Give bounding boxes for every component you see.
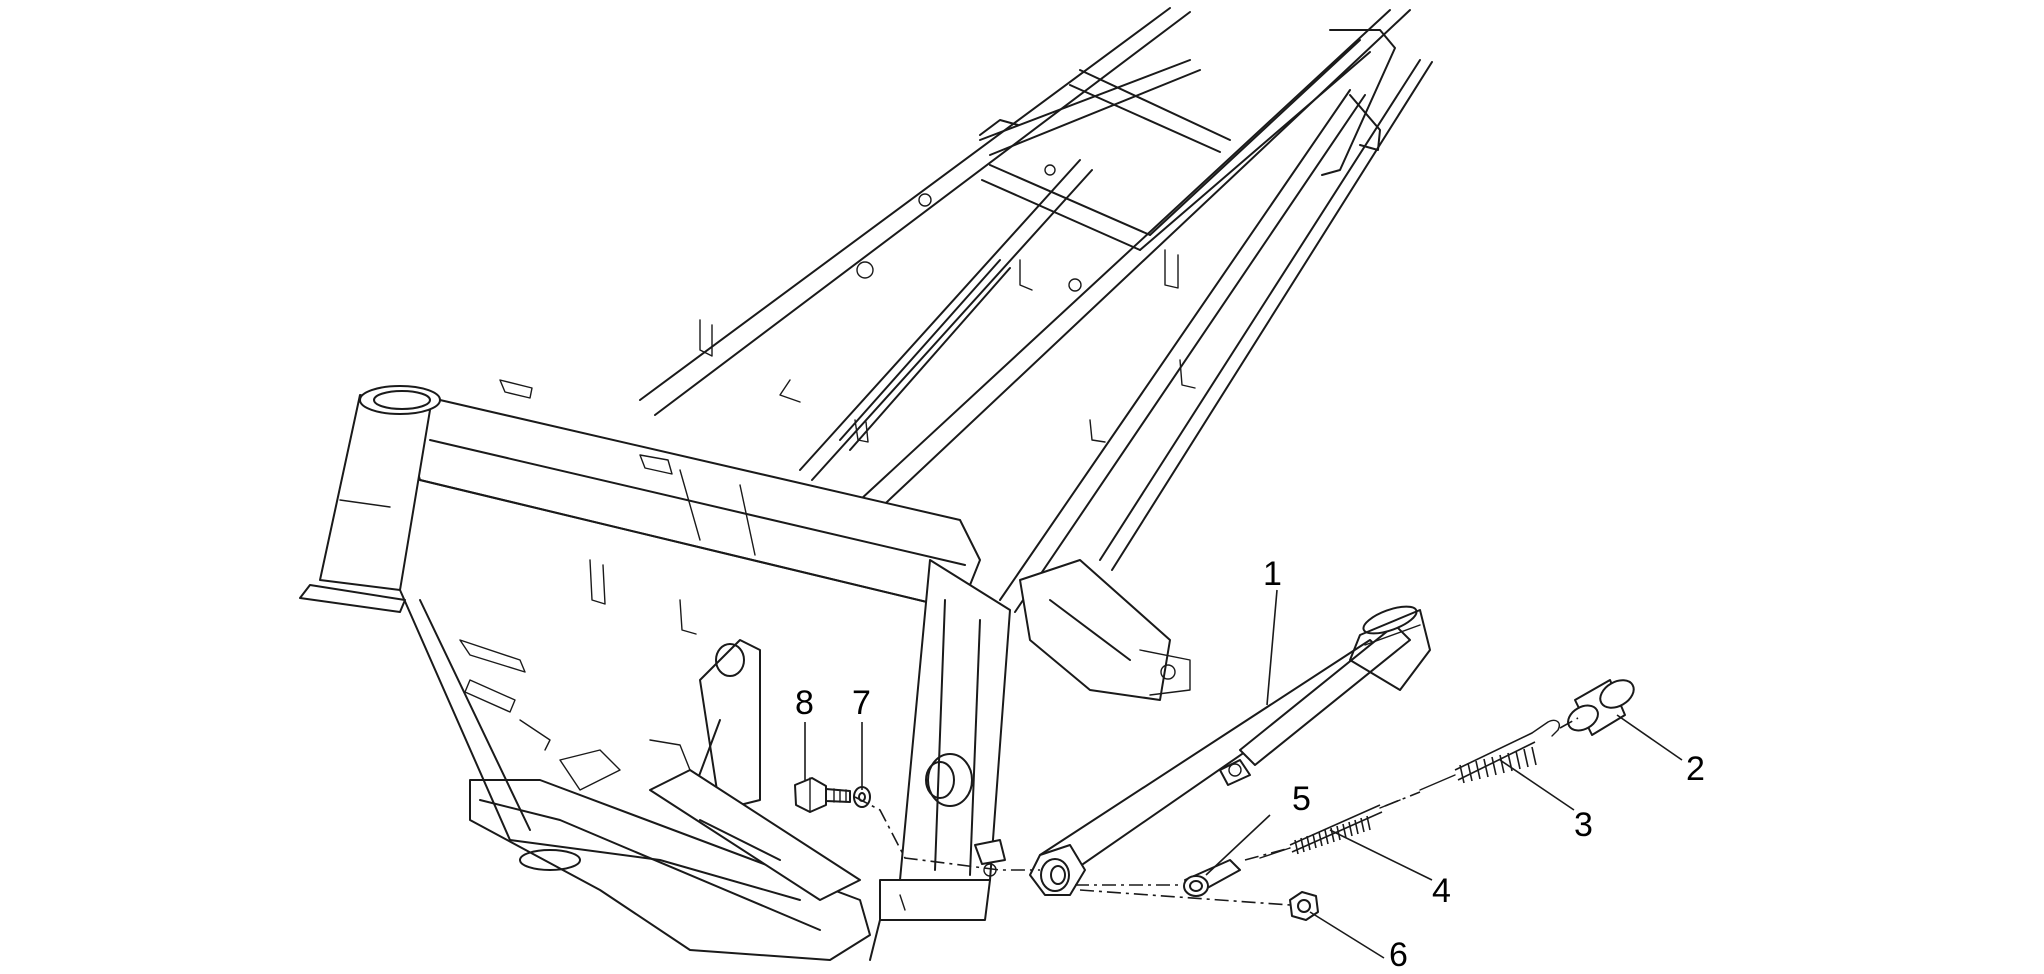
part-spring-large bbox=[1419, 719, 1560, 791]
part-pivot-bolt bbox=[794, 777, 851, 813]
callout-2: 2 bbox=[1686, 750, 1705, 788]
callout-labels: 1 2 3 4 5 6 7 8 bbox=[795, 555, 1705, 974]
assembly-axis-lines bbox=[854, 717, 1579, 906]
leader-lines bbox=[804, 589, 1683, 959]
part-side-stand bbox=[1029, 605, 1431, 896]
callout-6: 6 bbox=[1389, 936, 1408, 974]
callout-8: 8 bbox=[795, 684, 814, 722]
callout-5: 5 bbox=[1292, 780, 1311, 818]
part-rubber-sleeve bbox=[1567, 679, 1635, 736]
callout-3: 3 bbox=[1574, 806, 1593, 844]
callout-1: 1 bbox=[1263, 555, 1282, 593]
part-spring-plate bbox=[1183, 859, 1241, 897]
motorcycle-frame bbox=[299, 7, 1433, 961]
callout-7: 7 bbox=[852, 684, 871, 722]
part-nut bbox=[1289, 891, 1319, 921]
callout-4: 4 bbox=[1432, 872, 1451, 910]
part-spring-small bbox=[1259, 799, 1401, 859]
